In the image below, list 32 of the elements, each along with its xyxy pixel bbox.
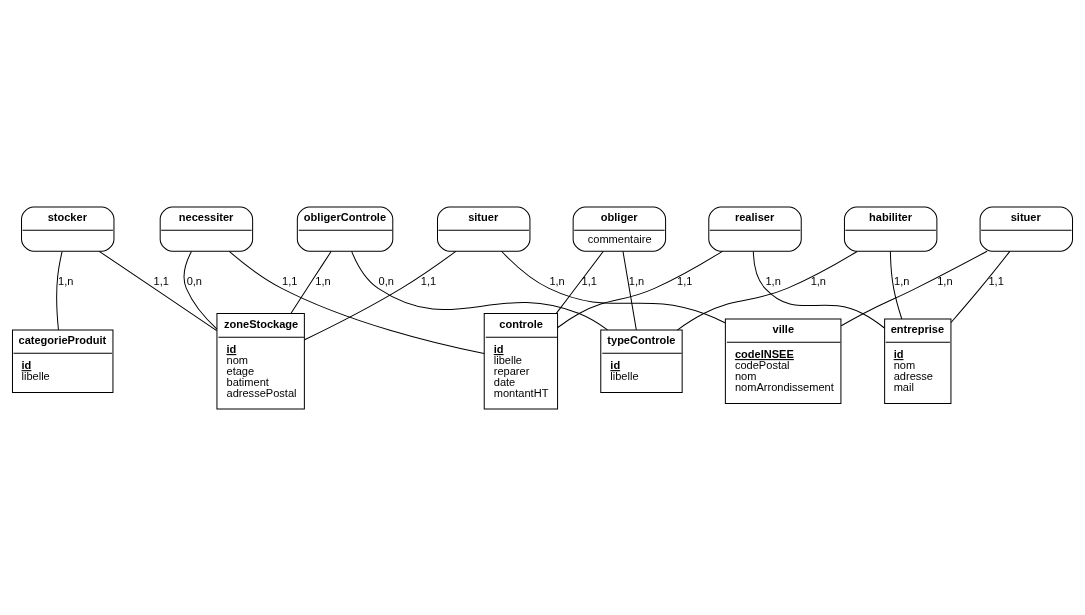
edge-label: 1,1 (282, 274, 298, 287)
connector (351, 250, 608, 330)
edge-label: 1,1 (988, 274, 1004, 287)
edge-label: 1,1 (581, 274, 597, 287)
connector (304, 250, 457, 340)
connector (557, 250, 723, 328)
connector (840, 250, 988, 326)
connector (228, 250, 485, 354)
edge-label: 0,n (186, 274, 203, 287)
edge-label: 1,1 (420, 274, 437, 287)
connector (752, 250, 885, 328)
connector (555, 250, 604, 314)
connector (501, 250, 726, 323)
connector (950, 250, 1011, 323)
edge-label: 1,n (810, 274, 826, 287)
connector (183, 250, 218, 329)
edge-label: 1,n (58, 274, 74, 287)
connector (889, 250, 903, 319)
connector (676, 250, 858, 331)
connector (622, 250, 637, 330)
connector (98, 250, 218, 331)
edge-label: 1,n (937, 274, 953, 287)
edge-label: 1,n (628, 274, 645, 287)
edge-label: 1,1 (153, 274, 169, 287)
edge-label: 1,n (765, 274, 781, 287)
connector (56, 250, 63, 330)
edge-label: 1,n (315, 274, 331, 287)
edge-label: 1,n (894, 274, 910, 287)
edge-label: 1,1 (677, 274, 693, 287)
connector (290, 250, 332, 314)
edge-label: 0,n (378, 274, 394, 287)
edge-label: 1,n (549, 274, 565, 287)
